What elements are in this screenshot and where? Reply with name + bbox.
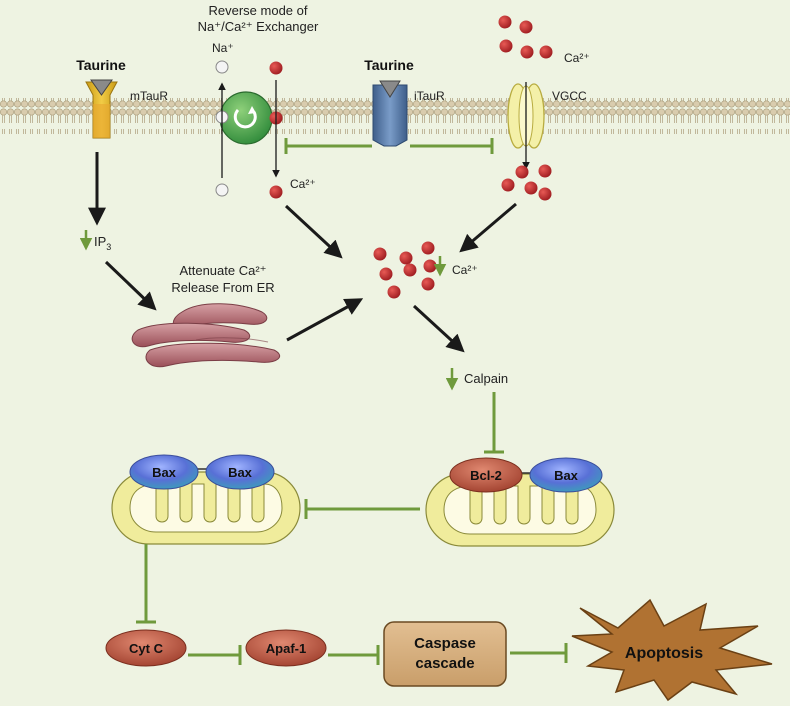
cytc-label: Cyt C xyxy=(129,641,164,656)
bax-label: Bax xyxy=(228,465,253,480)
bcl2-protein xyxy=(449,457,523,493)
calpain-label: Calpain xyxy=(464,371,508,386)
er-to-center-arrow xyxy=(286,298,364,342)
na-ion xyxy=(215,183,229,197)
bcl2-inhibits-bax-mito xyxy=(304,499,420,519)
ca-label-top-right: Ca²⁺ xyxy=(564,51,590,65)
mitochondrion-left xyxy=(111,471,301,545)
caspase-cascade-box xyxy=(383,621,507,687)
central-calcium-cluster xyxy=(373,241,437,299)
exchanger-ca-to-center-arrow xyxy=(284,204,343,259)
apoptosis-label: Apoptosis xyxy=(625,645,703,662)
itaur-receptor xyxy=(372,84,408,147)
vgcc-label: VGCC xyxy=(552,89,587,103)
exchanger-title-line2: Na⁺/Ca²⁺ Exchanger xyxy=(198,19,319,34)
ca-to-calpain-arrow xyxy=(412,304,465,353)
bax-protein xyxy=(205,454,275,490)
ip3-to-er-arrow xyxy=(104,260,157,311)
apaf1-label: Apaf-1 xyxy=(266,641,306,656)
caspase-inhibits-apoptosis xyxy=(510,643,568,663)
intracellular-calcium-cluster-vgcc xyxy=(501,164,552,201)
vgcc-channel xyxy=(507,83,545,149)
calpain-inhibits-bcl2 xyxy=(484,392,504,454)
apaf1-inhibits-caspase xyxy=(328,645,380,665)
endoplasmic-reticulum xyxy=(131,303,280,368)
mito-inhibits-cytc xyxy=(136,544,156,624)
na-label: Na⁺ xyxy=(212,41,234,55)
taurine-ligand-left xyxy=(90,79,113,96)
ca-label-exchanger: Ca²⁺ xyxy=(290,177,316,191)
na-ion xyxy=(215,60,229,74)
taurine-ligand-mid xyxy=(379,80,401,98)
attenuate-label-line2: Release From ER xyxy=(171,280,274,295)
cytc-protein xyxy=(105,629,187,667)
extracellular-calcium-cluster xyxy=(498,15,553,59)
exchanger-title-line1: Reverse mode of xyxy=(209,3,308,18)
itaur-label: iTauR xyxy=(414,89,445,103)
bax-label: Bax xyxy=(152,465,177,480)
caspase-label-line1: Caspase xyxy=(414,635,476,652)
taurine-label-left: Taurine xyxy=(76,57,126,73)
itaur-inhibits-vgcc xyxy=(410,138,494,154)
caspase-label-line2: cascade xyxy=(415,655,474,672)
itaur-inhibits-exchanger xyxy=(284,138,372,154)
bax-protein xyxy=(129,454,199,490)
calcium-ion xyxy=(269,185,283,199)
ip3-subscript: 3 xyxy=(106,242,111,252)
taurine-label-mid: Taurine xyxy=(364,57,414,73)
ip3-label: IP3 xyxy=(94,234,111,252)
bax-label: Bax xyxy=(554,468,579,483)
ca-label-center: Ca²⁺ xyxy=(452,263,478,277)
bcl2-label: Bcl-2 xyxy=(470,468,502,483)
apaf1-protein xyxy=(245,629,327,667)
bax-protein xyxy=(529,457,603,493)
attenuate-label-line1: Attenuate Ca²⁺ xyxy=(179,263,266,278)
apoptosis-starburst xyxy=(571,598,773,702)
vgcc-ca-to-center-arrow xyxy=(459,202,517,253)
cytc-inhibits-apaf1 xyxy=(188,645,242,665)
calcium-ion xyxy=(269,61,283,75)
mtaur-label: mTauR xyxy=(130,89,168,103)
